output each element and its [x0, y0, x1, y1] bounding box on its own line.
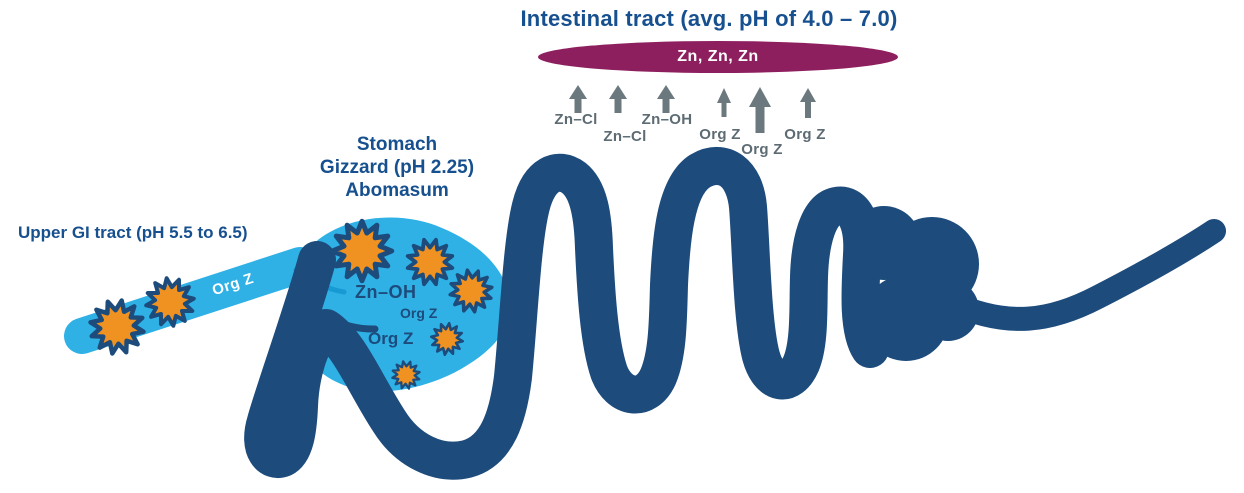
- up-arrow-icon: [749, 87, 771, 133]
- stomach-title-line-1: Stomach: [356, 134, 438, 155]
- arrow-label-zn-oh: Zn–OH: [641, 111, 693, 128]
- cecum-blob: [847, 206, 979, 361]
- arrow-label-org-z-3: Org Z: [784, 126, 826, 143]
- stomach-title-line-3: Abomasum: [345, 180, 449, 201]
- intestinal-tract-title: Intestinal tract (avg. pH of 4.0 – 7.0): [520, 6, 898, 31]
- absorption-arrows: [569, 85, 816, 133]
- stomach-org-z-large-label: Org Z: [368, 329, 414, 348]
- absorbed-zinc-pool-label: Zn, Zn, Zn: [677, 48, 759, 65]
- up-arrow-icon: [657, 85, 675, 113]
- arrow-label-zn-cl-2: Zn–Cl: [603, 128, 647, 145]
- stomach-org-z-small-label: Org Z: [400, 305, 438, 321]
- up-arrow-icon: [569, 85, 587, 113]
- stomach-title: Stomach Gizzard (pH 2.25) Abomasum: [320, 133, 474, 202]
- up-arrow-icon: [609, 85, 627, 113]
- arrow-label-zn-cl-1: Zn–Cl: [554, 111, 598, 128]
- arrow-label-org-z-1: Org Z: [699, 126, 741, 143]
- stomach-zn-oh-label: Zn–OH: [355, 282, 417, 302]
- up-arrow-icon: [800, 88, 816, 118]
- absorbed-zinc-pool: Zn, Zn, Zn: [538, 41, 898, 73]
- up-arrow-icon: [717, 88, 731, 117]
- upper-gi-title: Upper GI tract (pH 5.5 to 6.5): [18, 223, 248, 242]
- distal-intestine-tail: [938, 219, 1226, 331]
- stomach-title-line-2: Gizzard (pH 2.25): [319, 157, 475, 178]
- arrow-label-org-z-2: Org Z: [741, 141, 783, 158]
- intestine-tube: [244, 147, 889, 480]
